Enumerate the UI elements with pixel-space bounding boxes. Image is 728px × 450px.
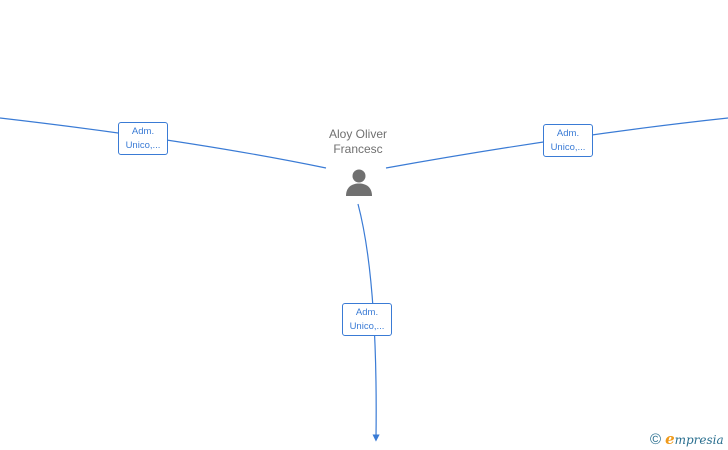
copyright-icon: © bbox=[650, 430, 662, 448]
connector-left bbox=[0, 117, 327, 169]
role-badge-right[interactable]: Adm. Unico,... bbox=[543, 124, 593, 157]
brand-watermark: © empresia bbox=[650, 430, 724, 448]
person-name-line1: Aloy Oliver bbox=[328, 127, 387, 141]
role-label-line1: Adm. bbox=[131, 126, 155, 137]
brand-logo: empresia bbox=[665, 430, 724, 448]
role-label-line1: Adm. bbox=[355, 307, 379, 318]
person-name[interactable]: Aloy Oliver Francesc bbox=[298, 127, 418, 157]
connector-down bbox=[357, 203, 380, 442]
role-label-line2: Unico,... bbox=[125, 140, 161, 151]
brand-logo-rest: mpresia bbox=[674, 433, 724, 447]
person-icon[interactable] bbox=[344, 167, 374, 197]
role-label-line2: Unico,... bbox=[550, 142, 586, 153]
role-badge-bottom[interactable]: Adm. Unico,... bbox=[342, 303, 392, 336]
role-badge-left[interactable]: Adm. Unico,... bbox=[118, 122, 168, 155]
brand-logo-initial: e bbox=[665, 430, 675, 448]
person-name-line2: Francesc bbox=[333, 142, 383, 156]
role-label-line1: Adm. bbox=[556, 128, 580, 139]
role-label-line2: Unico,... bbox=[349, 321, 385, 332]
